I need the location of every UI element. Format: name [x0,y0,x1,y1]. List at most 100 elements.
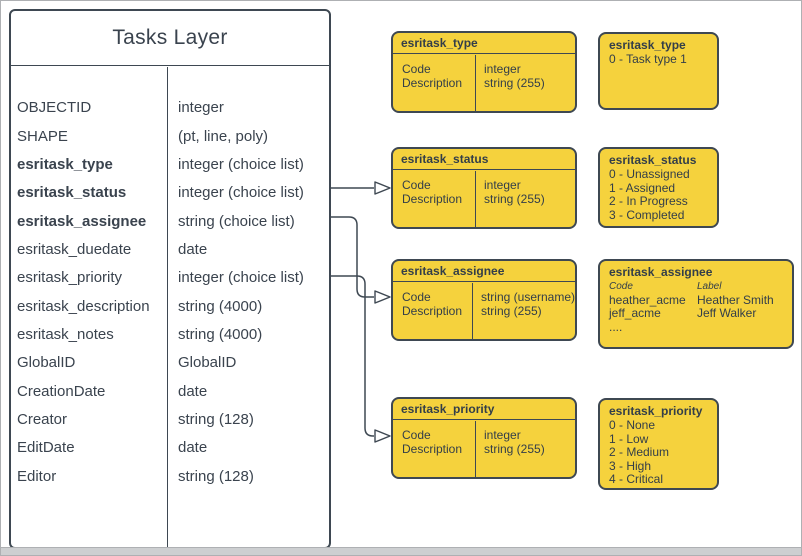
domain-table-body: Code Description integer string (255) [393,420,575,478]
field-type: string (255) [484,442,545,456]
field-name: esritask_assignee [17,212,147,230]
table-row: esritask_notes string (4000) [11,320,329,348]
field-type: string (255) [480,304,542,318]
value-list-title: esritask_priority [609,404,703,418]
field-name: esritask_duedate [17,240,132,258]
connector-assignee-line [331,216,374,298]
domain-field-names: Code Description [393,420,476,477]
field-name: esritask_notes [17,325,114,343]
field-type: integer [484,427,521,442]
field-type: string (4000) [178,325,263,343]
table-row: esritask_assignee string (choice list) [11,207,329,235]
field-type: integer [484,61,521,76]
domain-table-esritask-priority: esritask_priority Code Description integ… [391,397,577,479]
field-type: date [178,382,208,400]
field-type: string (choice list) [178,212,295,230]
assignee-value-grid: Code Label heather_acme Heather Smith je… [609,280,786,320]
value-list-item: 0 - Task type 1 [609,52,687,67]
label-column-header: Label [697,281,722,293]
value-list-item: 1 - Assigned [609,180,676,195]
tasks-layer-title: Tasks Layer [11,11,329,66]
field-name: EditDate [17,439,75,457]
field-name: esritask_description [17,297,150,315]
domain-table-esritask-status: esritask_status Code Description integer… [391,147,577,229]
field-type: string (4000) [178,297,263,315]
domain-table-body: Code Description integer string (255) [393,54,575,112]
domain-table-esritask-type: esritask_type Code Description integer s… [391,31,577,113]
domain-field-types: string (username) string (255) [473,283,575,340]
field-name: Code [402,427,431,442]
value-list-esritask-status: esritask_status 0 - Unassigned 1 - Assig… [598,147,719,228]
assignee-code: jeff_acme [609,306,661,321]
table-row: SHAPE(pt, line, poly) [11,122,329,150]
field-name: CreationDate [17,382,106,400]
field-name: SHAPE [17,127,68,145]
field-name: Description [402,192,463,206]
domain-table-title: esritask_priority [393,399,575,420]
table-row: esritask_duedate date [11,235,329,263]
value-list-title: esritask_assignee [609,265,713,279]
value-list-item: 2 - In Progress [609,194,688,209]
field-type: string (255) [484,192,545,206]
field-name: Code [402,177,431,192]
field-name: Description [402,76,463,90]
domain-field-types: integer string (255) [476,55,545,112]
domain-table-esritask-assignee: esritask_assignee Code Description strin… [391,259,577,341]
domain-field-names: Code Description [393,54,476,111]
value-list-esritask-type: esritask_type 0 - Task type 1 [598,32,719,110]
horizontal-scrollbar[interactable] [1,547,801,555]
value-list-item: 0 - None [609,418,656,433]
value-list-item: 4 - Critical [609,472,664,487]
field-type: date [178,240,208,258]
value-list-item: 3 - Completed [609,207,685,222]
field-name: Description [402,442,463,456]
code-column-header: Code [609,281,633,293]
field-type: integer [484,177,521,192]
table-row: esritask_description string (4000) [11,292,329,320]
domain-table-title: esritask_assignee [393,261,575,282]
value-list-esritask-priority: esritask_priority 0 - None 1 - Low 2 - M… [598,398,719,490]
field-name: Editor [17,467,57,485]
field-name: Code [402,61,431,76]
assignee-label: Heather Smith [697,292,774,307]
field-type: string (128) [178,410,254,428]
value-list-more: .... [609,319,623,334]
domain-table-body: Code Description string (username) strin… [393,282,575,340]
value-list-title: esritask_type [609,38,686,52]
table-row: Creator string (128) [11,405,329,433]
field-name: esritask_type [17,155,113,173]
field-type: integer (choice list) [178,184,304,202]
table-row: CreationDate date [11,377,329,405]
field-type: string (username) [480,289,575,304]
value-list-item: 3 - High [609,458,652,473]
field-name: esritask_status [17,184,127,202]
domain-table-body: Code Description integer string (255) [393,170,575,228]
connector-priority-arrow-icon [374,429,391,443]
table-column-divider [167,66,168,547]
field-name: esritask_priority [17,269,123,287]
table-row: esritask_status integer (choice list) [11,179,329,207]
field-name: Code [402,289,431,304]
field-type: string (255) [484,76,545,90]
table-row: esritask_priority integer (choice list) [11,264,329,292]
field-name: Creator [17,410,68,428]
value-list-item: 2 - Medium [609,445,670,460]
value-list-title: esritask_status [609,153,697,167]
value-list-item: 0 - Unassigned [609,167,690,182]
field-name: Description [402,304,463,318]
domain-field-types: integer string (255) [476,171,545,228]
field-type: integer (choice list) [178,269,304,287]
domain-field-names: Code Description [393,282,473,339]
field-type: integer [178,99,224,117]
value-list-item: 1 - Low [609,431,649,446]
assignee-label: Jeff Walker [697,306,757,321]
domain-table-title: esritask_status [393,149,575,170]
domain-field-types: integer string (255) [476,421,545,478]
field-type: date [178,439,208,457]
table-row: EditDate date [11,434,329,462]
